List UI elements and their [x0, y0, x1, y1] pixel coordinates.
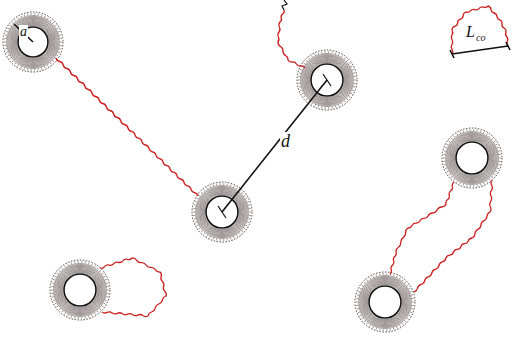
- particle-core: [456, 142, 488, 174]
- brush-shell: [51, 261, 109, 319]
- polymer-chain: [100, 258, 166, 317]
- distance-line: [222, 80, 327, 212]
- polymer-chain: [278, 10, 305, 68]
- polymer-chain: [56, 58, 198, 196]
- brush-shell: [356, 273, 414, 331]
- grafted-particle: [3, 12, 63, 72]
- shell-edge: [50, 260, 110, 320]
- particle-core: [369, 286, 401, 318]
- distance-tick: [218, 74, 331, 218]
- radius-line: [14, 24, 33, 42]
- shell-edge: [442, 128, 502, 188]
- brush-shell: [4, 13, 62, 71]
- shell-edge: [3, 12, 63, 72]
- brush-shell: [443, 129, 501, 187]
- distance-label: d: [280, 132, 291, 150]
- polymer-chain: [414, 180, 492, 292]
- particle-core: [64, 274, 96, 306]
- grafted-particle: [355, 272, 415, 332]
- length-label: L: [466, 24, 475, 40]
- end-to-end-bar: [450, 42, 510, 58]
- chain-end: [282, 0, 287, 10]
- grafted-particle: [442, 128, 502, 188]
- radius-label: a: [19, 25, 28, 39]
- grafted-particle: [50, 260, 110, 320]
- length-subscript: co: [476, 33, 485, 43]
- shell-edge: [355, 272, 415, 332]
